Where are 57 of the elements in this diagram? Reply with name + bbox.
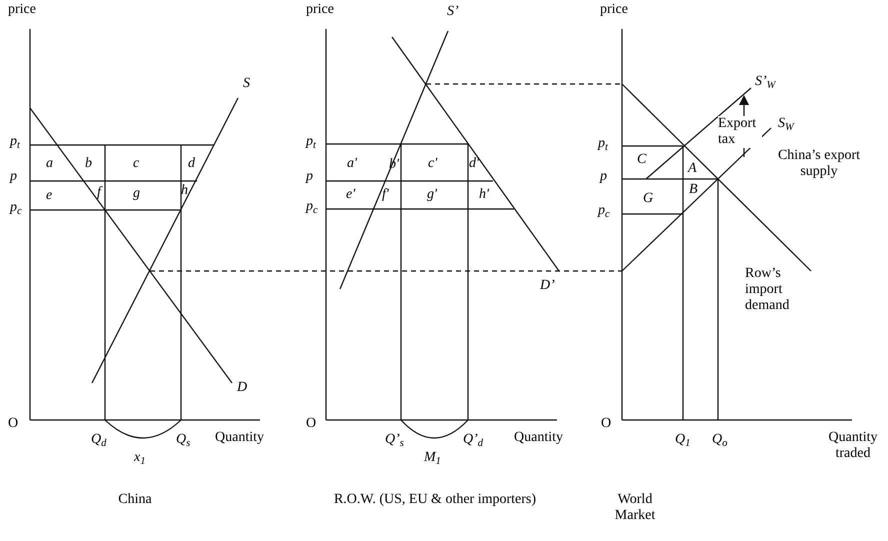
price-label: p$_{c}$ — [306, 199, 318, 215]
area-label: b — [85, 156, 92, 172]
price-label: p$_{t}$ — [598, 136, 608, 152]
quantity-label: Q$_{s}$ — [176, 432, 190, 448]
axis-label: Quantity — [514, 430, 563, 446]
area-label: B — [689, 182, 698, 198]
price-label: p$_{c}$ — [598, 203, 610, 219]
origin-label: O — [306, 416, 316, 432]
quantity-label: Q’$_{s}$ — [385, 432, 404, 448]
axis-label: price — [8, 2, 36, 18]
curve-label: S’$_{W}$ — [755, 74, 776, 90]
curve-label: Row’s import demand — [745, 266, 790, 314]
curve-label: S$_{W}$ — [778, 116, 794, 132]
axis-label: price — [306, 2, 334, 18]
quantity-label: Q$_{1}$ — [675, 432, 690, 448]
price-label: p — [600, 169, 607, 185]
area-label: f' — [382, 187, 389, 203]
area-label: f — [97, 185, 101, 201]
area-label: A — [688, 161, 697, 177]
area-label: c' — [428, 156, 438, 172]
quantity-label: Q$_{o}$ — [712, 432, 728, 448]
area-label: g — [133, 186, 140, 202]
quantity-label: Q$_{d}$ — [91, 432, 106, 448]
curve-label: D’ — [540, 278, 555, 294]
quantity-label: x$_{1}$ — [134, 450, 146, 466]
area-label: h' — [479, 187, 489, 203]
origin-label: O — [8, 416, 18, 432]
price-label: p$_{c}$ — [10, 200, 22, 216]
area-label: G — [643, 191, 654, 207]
area-label: c — [133, 156, 140, 172]
area-label: d — [188, 156, 195, 172]
area-label: g' — [427, 187, 437, 203]
panel-title: R.O.W. (US, EU & other importers) — [332, 492, 538, 508]
axis-label: Quantity traded — [828, 430, 878, 462]
area-label: h — [181, 183, 188, 199]
axis-label: Quantity — [215, 430, 264, 446]
quantity-label: Q’$_{d}$ — [463, 432, 484, 448]
annotation: Export tax — [718, 116, 762, 148]
area-label: d' — [469, 156, 479, 172]
axis-label: price — [600, 2, 628, 18]
price-label: p$_{t}$ — [10, 134, 20, 150]
area-label: a — [46, 156, 53, 172]
price-label: p — [10, 169, 17, 185]
quantity-label: M$_{1}$ — [424, 450, 441, 466]
curve-label: S — [243, 76, 250, 92]
panel-title: World Market — [614, 492, 656, 524]
curve-label: China’s export supply — [776, 148, 862, 180]
price-label: p$_{t}$ — [306, 134, 316, 150]
curve-label: D — [237, 380, 248, 396]
area-label: a' — [347, 156, 357, 172]
area-label: e — [46, 188, 52, 204]
area-label: C — [637, 152, 646, 168]
panel-title: China — [117, 492, 153, 508]
price-label: p — [306, 169, 313, 185]
curve-label: S’ — [447, 4, 459, 20]
area-label: e' — [346, 187, 356, 203]
origin-label: O — [601, 416, 612, 432]
